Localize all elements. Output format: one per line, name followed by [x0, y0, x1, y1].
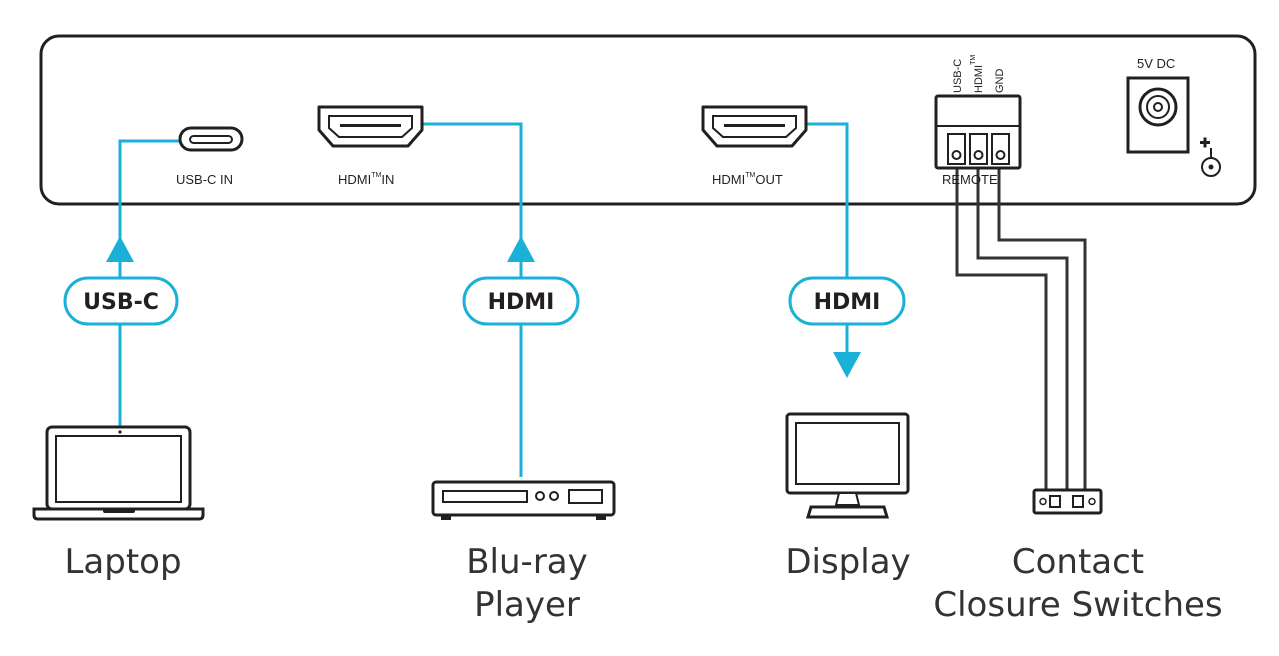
- wire-gnd: [997, 166, 1087, 490]
- flow-arrows: [106, 236, 861, 378]
- usbc-cable-label: USB-C: [83, 290, 159, 315]
- display-icon: [785, 412, 910, 519]
- hdmi-port-icon: [317, 105, 424, 148]
- wire-hdmi: [976, 166, 1069, 490]
- bluray-label-line1: Blu-ray: [466, 542, 588, 582]
- usbc-cable-badge: USB-C: [63, 276, 179, 326]
- hdmi-out-cable-label: HDMI: [814, 290, 881, 315]
- remote-wires: [955, 166, 1087, 490]
- laptop-icon: [32, 425, 205, 521]
- svg-text:HDMITM: HDMITM: [970, 55, 985, 93]
- hdmi-port-icon: [701, 105, 808, 148]
- terminal-pin-usbc: USB-C: [952, 59, 964, 93]
- usbc-in-label: USB-C IN: [176, 172, 233, 187]
- display-label: Display: [785, 542, 910, 582]
- power-label: 5V DC: [1137, 56, 1175, 71]
- laptop-label: Laptop: [64, 542, 181, 582]
- switches-label-line2: Closure Switches: [933, 585, 1222, 625]
- switches-label-line1: Contact: [1012, 542, 1144, 582]
- polarity-icon: [1200, 137, 1221, 177]
- wire-usbc: [955, 166, 1048, 490]
- terminal-pin-gnd: GND: [994, 69, 1006, 94]
- terminal-pin-hdmi: HDMITM: [970, 55, 985, 93]
- terminal-block-icon: [934, 94, 1022, 170]
- remote-label: REMOTE: [942, 172, 998, 187]
- usbc-arrow-up: [106, 236, 134, 262]
- hdmi-in-cable-line: [422, 122, 523, 477]
- hdmi-out-cable-badge: HDMI: [788, 276, 906, 326]
- hdmi-in-arrow-up: [507, 236, 535, 262]
- dc-jack-icon: [1126, 76, 1190, 154]
- usbc-cable-line: [118, 139, 180, 432]
- hdmi-out-arrow-down: [833, 352, 861, 378]
- hdmi-in-cable-badge: HDMI: [462, 276, 580, 326]
- hdmi-out-label: HDMITMOUT: [712, 172, 783, 187]
- contact-switch-icon: [1032, 488, 1103, 515]
- usb-c-port-icon: [178, 126, 244, 152]
- bluray-player-icon: [431, 480, 616, 520]
- hdmi-in-label: HDMITMIN: [338, 172, 394, 187]
- bluray-label-line2: Player: [474, 585, 580, 625]
- hdmi-in-cable-label: HDMI: [488, 290, 555, 315]
